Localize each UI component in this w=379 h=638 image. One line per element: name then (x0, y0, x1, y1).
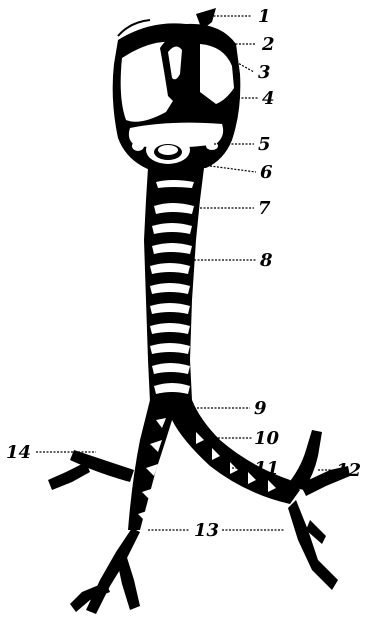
label-12: 12 (336, 460, 361, 481)
label-2: 2 (261, 34, 275, 55)
larynx (113, 8, 241, 170)
label-6: 6 (260, 162, 273, 183)
label-3: 3 (258, 62, 271, 83)
label-4: 4 (262, 88, 275, 109)
label-11: 11 (254, 458, 279, 479)
trachea (144, 168, 204, 402)
label-9: 9 (254, 398, 267, 419)
label-5: 5 (258, 134, 271, 155)
label-13: 13 (194, 520, 219, 541)
label-8: 8 (259, 250, 273, 271)
bronchi (48, 400, 350, 614)
label-7: 7 (258, 198, 271, 219)
label-10: 10 (254, 428, 280, 449)
label-14: 14 (6, 442, 31, 463)
label-1: 1 (258, 6, 271, 27)
